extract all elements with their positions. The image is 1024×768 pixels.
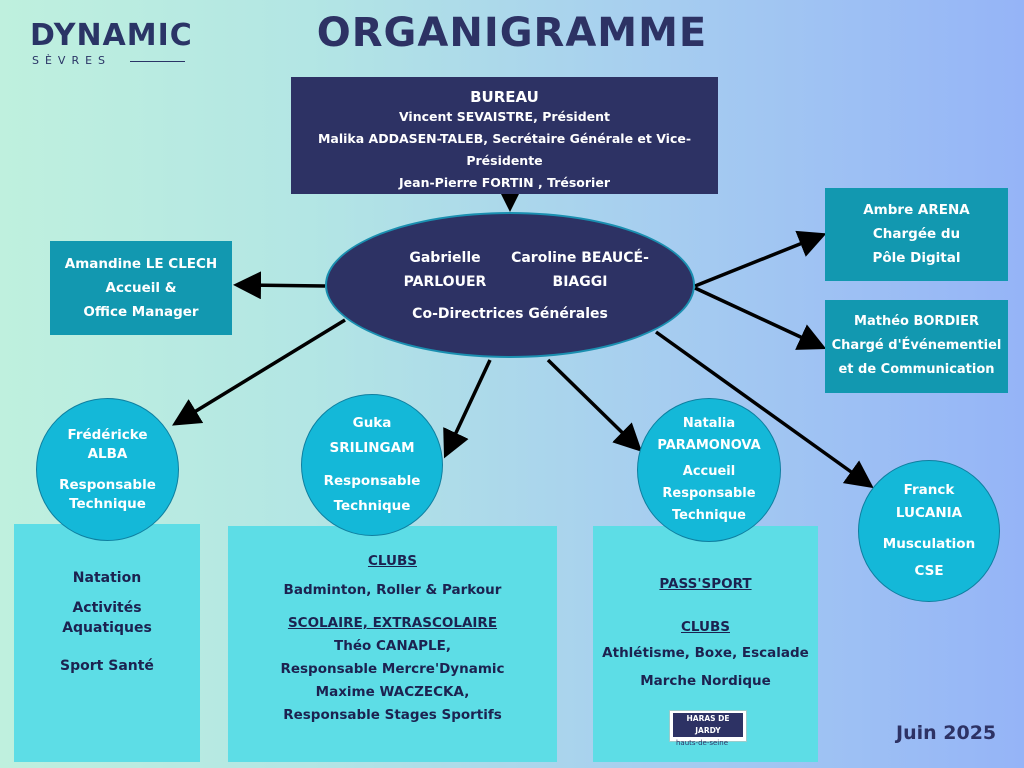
staff-role: Technique — [69, 495, 146, 512]
staff-name: Théo CANAPLE, — [334, 638, 451, 654]
matheo-box: Mathéo BORDIER Chargé d'Événementiel et … — [825, 300, 1008, 393]
staff-name: Frédéricke — [67, 426, 148, 443]
director-caroline: Caroline BEAUCÉ- BIAGGI — [505, 246, 655, 294]
arrow-to-guka — [443, 359, 492, 459]
franck-circle: Franck LUCANIA Musculation CSE — [858, 460, 1000, 602]
date-label: Juin 2025 — [896, 722, 997, 744]
guka-circle: Guka SRILINGAM Responsable Technique — [301, 394, 443, 536]
staff-role: Musculation — [882, 536, 976, 552]
arrow-to-amandine — [233, 271, 326, 300]
staff-role: Chargée du — [872, 226, 961, 242]
section-heading: CLUBS — [367, 553, 417, 569]
panel-natation: Natation Activités Aquatiques Sport Sant… — [14, 524, 200, 762]
staff-role: Technique — [671, 508, 746, 523]
clubs-list: Badminton, Roller & Parkour — [283, 582, 502, 598]
staff-role: Responsable — [662, 486, 756, 501]
direction-ellipse: Gabrielle PARLOUER Caroline BEAUCÉ- BIAG… — [325, 212, 695, 358]
natalia-circle: Natalia PARAMONOVA Accueil Responsable T… — [637, 398, 781, 542]
director-gabrielle: Gabrielle PARLOUER — [385, 246, 505, 294]
activity-item: Natation — [72, 570, 142, 586]
haras-de-jardy-logo: HARAS DE JARDY hauts-de-seine — [669, 710, 747, 747]
bureau-member: Malika ADDASEN-TALEB, Secrétaire Général… — [317, 131, 692, 168]
arrow-to-ambre — [694, 230, 827, 288]
arrow-to-franck — [654, 330, 874, 489]
ambre-box: Ambre ARENA Chargée du Pôle Digital — [825, 188, 1008, 281]
section-heading: CLUBS — [680, 619, 730, 635]
staff-role: Responsable Stages Sportifs — [283, 707, 502, 723]
panel-clubs-scolaire: CLUBS Badminton, Roller & Parkour SCOLAI… — [228, 526, 557, 762]
staff-role: Accueil & — [105, 280, 177, 296]
staff-name: ALBA — [87, 445, 128, 462]
bureau-heading: BUREAU — [470, 88, 539, 106]
staff-role: Pôle Digital — [872, 250, 961, 266]
staff-name: PARAMONOVA — [657, 438, 761, 453]
arrow-to-frederick — [172, 318, 346, 426]
staff-role: Technique — [333, 498, 411, 514]
director-name-line: Caroline BEAUCÉ- — [511, 250, 649, 266]
staff-role: Accueil — [682, 464, 736, 479]
amandine-box: Amandine LE CLECH Accueil & Office Manag… — [50, 241, 232, 335]
staff-name: Franck — [903, 482, 955, 498]
staff-role: CSE — [914, 563, 944, 579]
logo-text: DYNAMIC — [30, 18, 193, 53]
section-heading: PASS'SPORT — [659, 576, 752, 592]
staff-name: Mathéo BORDIER — [854, 314, 979, 329]
director-name-line: PARLOUER — [403, 274, 487, 290]
logo-subtext: SÈVRES — [32, 54, 112, 67]
director-name-line: BIAGGI — [552, 274, 608, 290]
section-heading: SCOLAIRE, EXTRASCOLAIRE — [287, 615, 498, 631]
activity-item: Sport Santé — [60, 658, 154, 674]
staff-role: Responsable — [323, 473, 421, 489]
arrow-to-natalia — [546, 358, 643, 452]
staff-role: Office Manager — [83, 304, 199, 320]
director-name-line: Gabrielle — [409, 250, 481, 266]
staff-role: Chargé d'Événementiel — [831, 338, 1002, 353]
logo-text: hauts-de-seine — [676, 739, 728, 747]
clubs-list: Athlétisme, Boxe, Escalade — [602, 645, 809, 661]
page-title: ORGANIGRAMME — [316, 10, 708, 56]
bureau-member: Vincent SEVAISTRE, Président — [398, 109, 611, 124]
staff-name: LUCANIA — [895, 505, 963, 521]
bureau-box: BUREAU Vincent SEVAISTRE, Président Mali… — [291, 77, 718, 194]
logo-text: HARAS DE JARDY — [673, 713, 743, 737]
clubs-list: Marche Nordique — [640, 673, 771, 689]
logo-divider — [130, 61, 185, 62]
direction-role: Co-Directrices Générales — [412, 306, 608, 322]
staff-name: Guka — [352, 415, 392, 431]
bureau-member: Jean-Pierre FORTIN , Trésorier — [399, 175, 610, 190]
staff-role: et de Communication — [838, 362, 995, 377]
activity-item: Aquatiques — [62, 620, 152, 636]
staff-name: Ambre ARENA — [863, 202, 970, 218]
staff-role: Responsable — [59, 476, 156, 493]
arrow-to-matheo — [694, 286, 827, 350]
staff-name: Maxime WACZECKA, — [315, 684, 470, 700]
staff-role: Responsable Mercre'Dynamic — [280, 661, 505, 677]
activity-item: Activités — [72, 600, 142, 616]
staff-name: SRILINGAM — [329, 440, 415, 456]
frederick-circle: Frédéricke ALBA Responsable Technique — [36, 398, 179, 541]
staff-name: Amandine LE CLECH — [64, 256, 218, 272]
staff-name: Natalia — [682, 416, 736, 431]
